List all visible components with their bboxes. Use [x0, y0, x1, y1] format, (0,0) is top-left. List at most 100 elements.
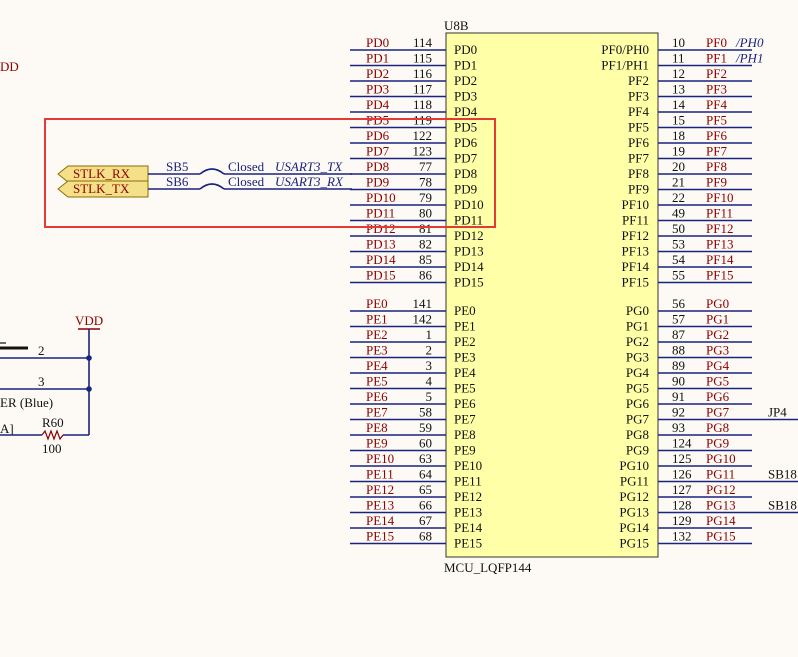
mcu-body — [445, 32, 659, 558]
net-label-right: PG1 — [706, 312, 729, 327]
pin-number-left: 4 — [426, 374, 433, 389]
pin-number-right: 50 — [672, 221, 685, 236]
pin-name-left: PD15 — [454, 275, 484, 290]
closed-label-1: Closed — [228, 159, 265, 174]
pin-name-left: PE6 — [454, 396, 476, 411]
net-label-right: PG8 — [706, 420, 729, 435]
pin-number-right: 11 — [672, 51, 685, 66]
pin-name-right: PF2 — [628, 73, 649, 88]
pin-name-right: PF5 — [628, 120, 649, 135]
pin-number-right: 19 — [672, 144, 685, 159]
net-label-left: PE2 — [366, 327, 388, 342]
pin-number-left: 2 — [426, 343, 433, 358]
pin-name-left: PE2 — [454, 334, 476, 349]
net-alias-label: /PH0 — [735, 35, 764, 50]
net-label-right: PF8 — [706, 159, 727, 174]
jumper-label: SB18 — [768, 467, 797, 482]
pin-name-left: PE15 — [454, 536, 482, 551]
net-label-right: PG9 — [706, 436, 729, 451]
pin-name-left: PE8 — [454, 427, 476, 442]
pin-number-right: 56 — [672, 296, 686, 311]
vdd-label: VDD — [75, 313, 103, 328]
pin-name-left: PD0 — [454, 42, 477, 57]
net-label-right: PG12 — [706, 482, 736, 497]
pin-name-right: PF11 — [622, 213, 649, 228]
led-label: ER (Blue) — [0, 395, 53, 410]
net-label-right: PF7 — [706, 144, 727, 159]
net-label-left: PE11 — [366, 467, 394, 482]
resistor-designator: R60 — [42, 415, 64, 430]
pin-number-right: 128 — [672, 498, 692, 513]
junction-2 — [86, 386, 92, 392]
pin-number-right: 49 — [672, 206, 685, 221]
port-stlk-rx-label: STLK_RX — [73, 166, 131, 181]
pin-number-right: 15 — [672, 113, 685, 128]
pin-number-right: 13 — [672, 82, 685, 97]
pin-number-left: 142 — [413, 312, 433, 327]
pin-number-left: 3 — [426, 358, 433, 373]
net-label-right: PG2 — [706, 327, 729, 342]
pin-name-left: PD9 — [454, 182, 477, 197]
net-label-right: PG11 — [706, 467, 735, 482]
highlight-box — [44, 118, 496, 228]
pin-name-right: PG14 — [619, 520, 649, 535]
net-label-left: PE14 — [366, 513, 395, 528]
pin-number-left: 1 — [426, 327, 433, 342]
pin-number-left: 66 — [419, 498, 433, 513]
pin-number-left: 5 — [426, 389, 433, 404]
pin-number-left: 82 — [419, 237, 432, 252]
pin-name-right: PF6 — [628, 135, 649, 150]
net-label-right: PF11 — [706, 206, 733, 221]
pin-number-right: 54 — [672, 252, 686, 267]
pin-name-right: PG13 — [619, 505, 649, 520]
net-label-left: PE10 — [366, 451, 394, 466]
vdd-top-label: DD — [0, 59, 19, 74]
junction-1 — [86, 355, 92, 361]
pin-number-right: 57 — [672, 312, 686, 327]
bracket-label: A] — [0, 421, 14, 436]
pin-number-left: 123 — [413, 144, 433, 159]
pin-number-left: 65 — [419, 482, 432, 497]
pin-number-left: 58 — [419, 405, 432, 420]
pin-number-right: 126 — [672, 467, 692, 482]
net-label-left: PD15 — [366, 268, 396, 283]
pin-name-left: PE3 — [454, 350, 476, 365]
pin-number-left: 85 — [419, 252, 432, 267]
pin-name-right: PG1 — [626, 319, 649, 334]
pin-name-left: PD13 — [454, 244, 484, 259]
net-label-right: PF2 — [706, 66, 727, 81]
pin-number-left: 116 — [413, 66, 433, 81]
pin-number-right: 21 — [672, 175, 685, 190]
net-label-right: PF1 — [706, 51, 727, 66]
net-label-left: PD2 — [366, 66, 389, 81]
net-label-right: PG4 — [706, 358, 730, 373]
closed-label-2: Closed — [228, 174, 265, 189]
net-label-left: PE7 — [366, 405, 388, 420]
solder-bridge-sb6 — [199, 183, 225, 190]
pin-number-left: 63 — [419, 451, 432, 466]
pin-name-right: PF8 — [628, 166, 649, 181]
pin-name-right: PF12 — [622, 228, 649, 243]
net-label-left: PD11 — [366, 206, 395, 221]
net-label-right: PG10 — [706, 451, 736, 466]
pin-name-left: PE0 — [454, 303, 476, 318]
pin-number-left: 81 — [419, 221, 432, 236]
pin-name-left: PE10 — [454, 458, 482, 473]
pin-number-right: 93 — [672, 420, 685, 435]
pin-name-right: PG2 — [626, 334, 649, 349]
pin-number-right: 89 — [672, 358, 685, 373]
sb6-label: SB6 — [166, 174, 189, 189]
pin-number-right: 132 — [672, 529, 692, 544]
net-label-left: PD3 — [366, 82, 389, 97]
net-label-left: PE0 — [366, 296, 388, 311]
pin-number-left: 86 — [419, 268, 433, 283]
pin-number-right: 87 — [672, 327, 686, 342]
pin-name-right: PF1/PH1 — [601, 58, 649, 73]
net-label-right: PG3 — [706, 343, 729, 358]
pin-name-right: PF9 — [628, 182, 649, 197]
pin-number-left: 67 — [419, 513, 433, 528]
pin-name-right: PG6 — [626, 396, 650, 411]
pin-number-right: 12 — [672, 66, 685, 81]
